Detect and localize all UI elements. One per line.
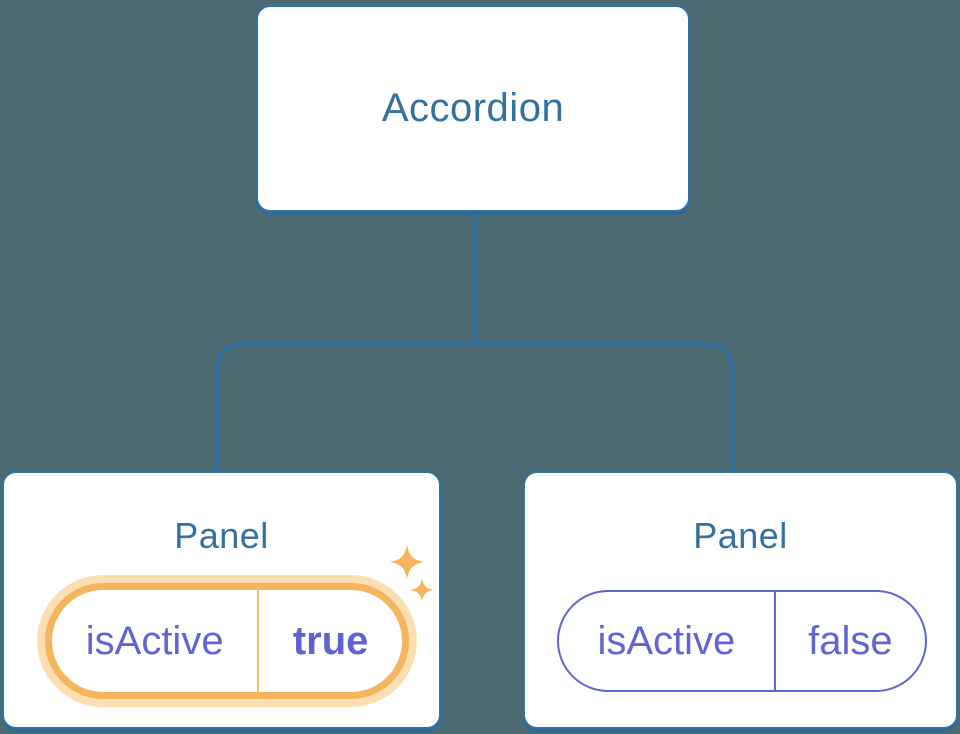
state-name: isActive xyxy=(85,619,224,663)
accordion-node: Accordion xyxy=(256,5,690,212)
panel-node-inactive: Panel isActive false xyxy=(523,471,958,729)
accordion-label: Accordion xyxy=(381,86,565,130)
state-name: isActive xyxy=(597,619,736,663)
state-value: false xyxy=(773,592,925,690)
state-value: true xyxy=(257,590,402,692)
sparkle-icon xyxy=(410,578,434,602)
state-pill-inactive: isActive false xyxy=(557,590,927,692)
panel-title: Panel xyxy=(693,515,788,556)
panel-node-active: Panel isActive true xyxy=(2,471,441,729)
connector-bracket xyxy=(215,342,735,474)
sparkle-icon xyxy=(389,544,425,580)
state-pill-active: isActive true xyxy=(45,583,409,699)
panel-title: Panel xyxy=(174,515,269,556)
